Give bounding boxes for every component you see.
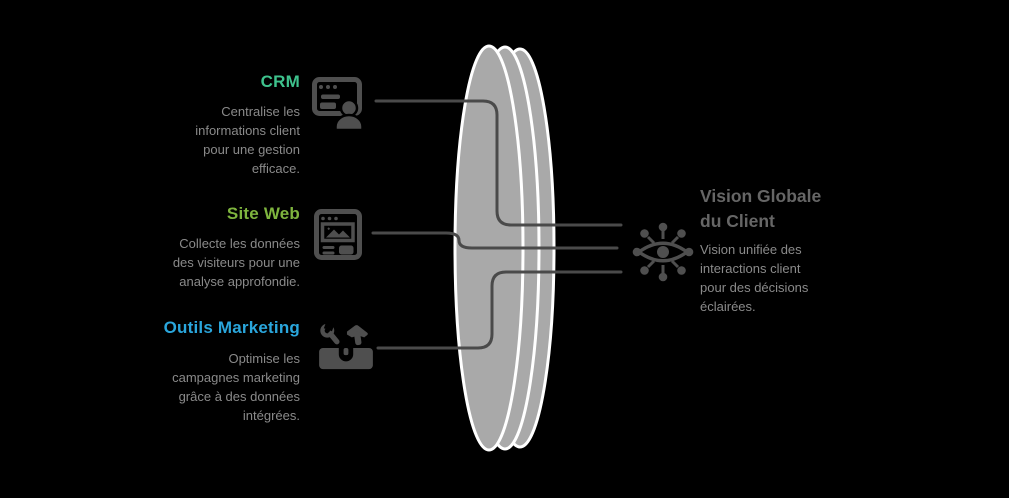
eye-pupil (657, 246, 669, 258)
wrench-glyph (320, 323, 340, 345)
toolbox-body (319, 347, 373, 370)
site-web-title: Site Web (226, 204, 300, 223)
toolbox-icon (319, 323, 373, 370)
outils-marketing-description: Optimise les campagnes marketing grâce à… (172, 351, 300, 423)
browser-image-icon (314, 209, 362, 260)
crm-title: CRM (260, 72, 300, 91)
flow-line-site-web (371, 231, 619, 250)
flow-line-crm (374, 99, 623, 227)
output-title: Vision Globale du Client (700, 186, 822, 231)
eye-spokes (646, 231, 680, 273)
outils-marketing-title: Outils Marketing (163, 318, 300, 337)
flow-line-outils-marketing (376, 270, 623, 350)
crm-description: Centralise les informations client pour … (195, 104, 300, 176)
hammer-glyph (346, 325, 368, 346)
eye-outline (636, 241, 690, 263)
output-description: Vision unifiée des interactions client p… (700, 242, 809, 314)
network-eye-icon (632, 222, 694, 282)
site-web-description: Collecte les données des visiteurs pour … (172, 236, 300, 289)
crm-window-user-icon (312, 77, 364, 131)
